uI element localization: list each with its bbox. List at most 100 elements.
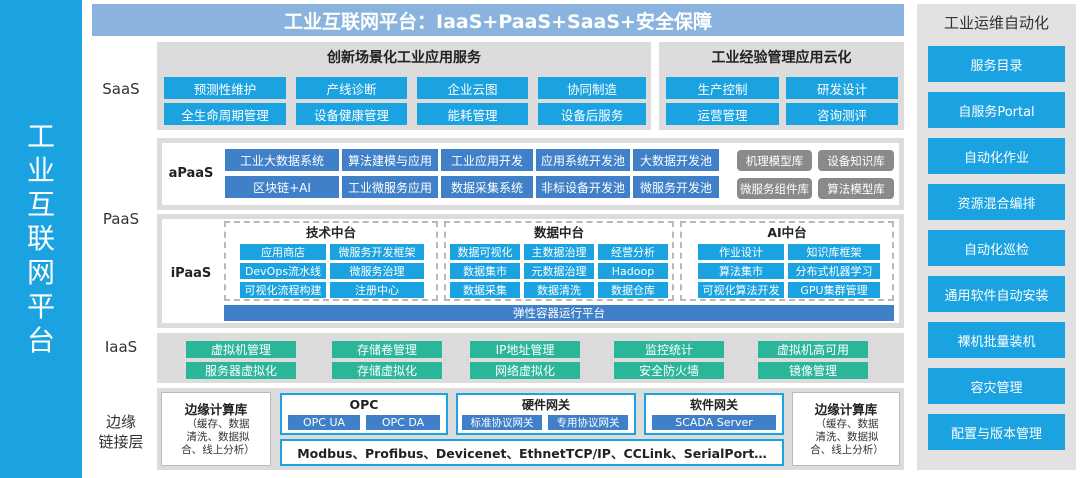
tech-item[interactable]: 应用商店: [240, 244, 326, 260]
data-platform-title: 数据中台: [533, 224, 584, 240]
ai-platform-title: AI中台: [767, 224, 807, 240]
ops-item-service-catalog[interactable]: 服务目录: [928, 46, 1065, 82]
ai-item[interactable]: 知识库框架: [788, 244, 880, 260]
iaas-item[interactable]: 虚拟机高可用: [758, 341, 868, 358]
iaas-item[interactable]: 网络虚拟化: [470, 362, 580, 379]
tech-item[interactable]: 微服务开发框架: [330, 244, 424, 260]
title-char: 业: [26, 154, 55, 187]
ops-automation-panel: 工业运维自动化 服务目录 自服务Portal 自动化作业 资源混合编排 自动化巡…: [917, 4, 1076, 470]
tech-item[interactable]: 微服务治理: [330, 263, 424, 279]
data-item[interactable]: 经营分析: [598, 244, 668, 260]
apaas-item[interactable]: 数据采集系统: [441, 176, 533, 198]
ai-item[interactable]: 可视化算法开发: [698, 282, 784, 298]
iaas-item[interactable]: 虚拟机管理: [186, 341, 296, 358]
software-gateway-title: 软件网关: [689, 397, 738, 412]
data-item[interactable]: 数据仓库: [598, 282, 668, 298]
saas-item[interactable]: 生产控制: [666, 77, 779, 99]
apaas-item[interactable]: 大数据开发池: [633, 149, 719, 171]
saas-item[interactable]: 产线诊断: [296, 77, 407, 99]
edge-lib-desc: （缓存、数据 清洗、数据拟 合、线上分析）: [796, 418, 898, 462]
software-gateway-item[interactable]: SCADA Server: [652, 415, 776, 430]
saas-item[interactable]: 协同制造: [538, 77, 646, 99]
apaas-library[interactable]: 算法模型库: [818, 178, 894, 199]
edge-lib-desc-line: 清洗、数据拟: [186, 431, 250, 443]
saas-item[interactable]: 企业云图: [417, 77, 528, 99]
ops-item-self-service-portal[interactable]: 自服务Portal: [928, 92, 1065, 128]
edge-lib-desc-line: （缓存、数据: [186, 418, 250, 430]
title-char: 台: [26, 324, 55, 357]
ops-item-bare-metal[interactable]: 裸机批量装机: [928, 322, 1065, 358]
iaas-item[interactable]: 存储卷管理: [332, 341, 442, 358]
saas-item[interactable]: 设备后服务: [538, 103, 646, 125]
opc-item[interactable]: OPC UA: [288, 415, 360, 430]
saas-item[interactable]: 设备健康管理: [296, 103, 407, 125]
tech-item[interactable]: 注册中心: [330, 282, 424, 298]
ipaas-label: iPaaS: [170, 265, 212, 281]
data-item[interactable]: Hadoop: [598, 263, 668, 279]
edge-lib-desc: （缓存、数据 清洗、数据拟 合、线上分析）: [166, 418, 270, 462]
apaas-library[interactable]: 微服务组件库: [737, 178, 812, 199]
iaas-item[interactable]: 镜像管理: [758, 362, 868, 379]
iaas-item[interactable]: 安全防火墙: [614, 362, 724, 379]
ai-item[interactable]: GPU集群管理: [788, 282, 880, 298]
apaas-library[interactable]: 设备知识库: [818, 150, 894, 171]
apaas-item[interactable]: 工业大数据系统: [225, 149, 339, 171]
ops-title: 工业运维自动化: [943, 13, 1049, 32]
tech-item[interactable]: 可视化流程构建: [240, 282, 326, 298]
iaas-item[interactable]: 监控统计: [614, 341, 724, 358]
title-char: 工: [26, 120, 55, 153]
apaas-item[interactable]: 应用系统开发池: [536, 149, 630, 171]
protocols-text: Modbus、Profibus、Devicenet、EthnetTCP/IP、C…: [297, 446, 767, 461]
hardware-gateway-title: 硬件网关: [521, 397, 570, 412]
protocols-box: [280, 439, 784, 466]
apaas-item[interactable]: 算法建模与应用: [342, 149, 438, 171]
opc-title: OPC: [349, 396, 379, 412]
saas-item[interactable]: 预测性维护: [164, 77, 286, 99]
iaas-item[interactable]: 存储虚拟化: [332, 362, 442, 379]
data-item[interactable]: 数据采集: [450, 282, 520, 298]
apaas-library[interactable]: 机理模型库: [737, 150, 812, 171]
apaas-item[interactable]: 区块链+AI: [225, 176, 339, 198]
edge-lib-desc-line: 合、线上分析）: [810, 444, 884, 456]
ops-item-disaster-recovery[interactable]: 容灾管理: [928, 368, 1065, 404]
iaas-item[interactable]: 服务器虚拟化: [186, 362, 296, 379]
data-item[interactable]: 主数据治理: [524, 244, 594, 260]
title-char: 网: [26, 256, 55, 289]
apaas-item[interactable]: 工业应用开发: [441, 149, 533, 171]
ops-item-automation-job[interactable]: 自动化作业: [928, 138, 1065, 174]
apaas-item[interactable]: 非标设备开发池: [536, 176, 630, 198]
data-item[interactable]: 元数据治理: [524, 263, 594, 279]
layer-label-paas: PaaS: [102, 210, 140, 228]
edge-lib-desc-line: 合、线上分析）: [181, 444, 255, 456]
apaas-item[interactable]: 工业微服务应用: [342, 176, 438, 198]
ops-item-config-version[interactable]: 配置与版本管理: [928, 414, 1065, 450]
layer-label-saas: SaaS: [102, 80, 140, 98]
saas-item[interactable]: 咨询测评: [786, 103, 898, 125]
iaas-item[interactable]: IP地址管理: [470, 341, 580, 358]
hardware-gateway-item[interactable]: 专用协议网关: [548, 415, 628, 430]
container-platform-bar[interactable]: 弹性容器运行平台: [224, 305, 894, 321]
ops-item-auto-inspection[interactable]: 自动化巡检: [928, 230, 1065, 266]
ops-item-resource-orchestration[interactable]: 资源混合编排: [928, 184, 1065, 220]
data-item[interactable]: 数据集市: [450, 263, 520, 279]
title-char: 平: [26, 290, 55, 323]
edge-lib-left: [161, 392, 271, 466]
layer-label-edge: 边缘 链接层: [90, 410, 152, 454]
saas-item[interactable]: 运营管理: [666, 103, 779, 125]
saas-item[interactable]: 能耗管理: [417, 103, 528, 125]
data-item[interactable]: 数据清洗: [524, 282, 594, 298]
apaas-item[interactable]: 微服务开发池: [633, 176, 719, 198]
tech-platform-title: 技术中台: [305, 224, 356, 240]
data-item[interactable]: 数据可视化: [450, 244, 520, 260]
saas-item[interactable]: 全生命周期管理: [164, 103, 286, 125]
saas-item[interactable]: 研发设计: [786, 77, 898, 99]
tech-item[interactable]: DevOps流水线: [240, 263, 326, 279]
platform-vertical-title: 工 业 互 联 网 平 台: [0, 0, 82, 478]
ai-item[interactable]: 分布式机器学习: [788, 263, 880, 279]
opc-item[interactable]: OPC DA: [366, 415, 440, 430]
ops-item-auto-install[interactable]: 通用软件自动安装: [928, 276, 1065, 312]
ai-item[interactable]: 作业设计: [698, 244, 784, 260]
ai-item[interactable]: 算法集市: [698, 263, 784, 279]
apaas-label: aPaaS: [168, 165, 214, 181]
hardware-gateway-item[interactable]: 标准协议网关: [462, 415, 542, 430]
